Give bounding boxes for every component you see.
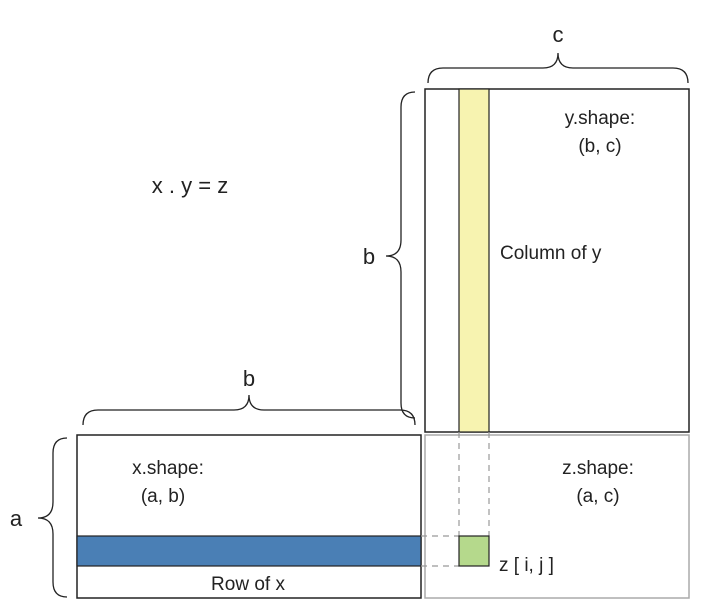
brace-left-x — [37, 437, 68, 598]
brace-left-x-label: a — [10, 506, 23, 531]
y-column-highlight — [458, 88, 490, 433]
brace-top-x — [82, 394, 416, 426]
brace-top-y-label: c — [553, 22, 564, 47]
equation-label: x . y = z — [152, 173, 228, 198]
x-row-label: Row of x — [211, 574, 285, 595]
y-column-label: Column of y — [500, 243, 602, 264]
z-element-highlight — [458, 535, 490, 567]
y-shape-label: y.shape: — [565, 108, 635, 129]
y-shape-dims: (b, c) — [578, 136, 621, 157]
brace-top-y — [427, 52, 689, 84]
brace-left-y-label: b — [363, 244, 375, 269]
x-matrix — [76, 434, 422, 599]
x-row-highlight — [76, 535, 422, 567]
z-element-label: z [ i, j ] — [499, 555, 554, 576]
z-shape-dims: (a, c) — [576, 486, 619, 507]
brace-top-x-label: b — [243, 366, 255, 391]
z-matrix — [424, 434, 690, 599]
x-shape-label: x.shape: — [132, 458, 204, 479]
x-shape-dims: (a, b) — [141, 486, 185, 507]
z-shape-label: z.shape: — [562, 458, 634, 479]
brace-left-y — [385, 91, 416, 419]
